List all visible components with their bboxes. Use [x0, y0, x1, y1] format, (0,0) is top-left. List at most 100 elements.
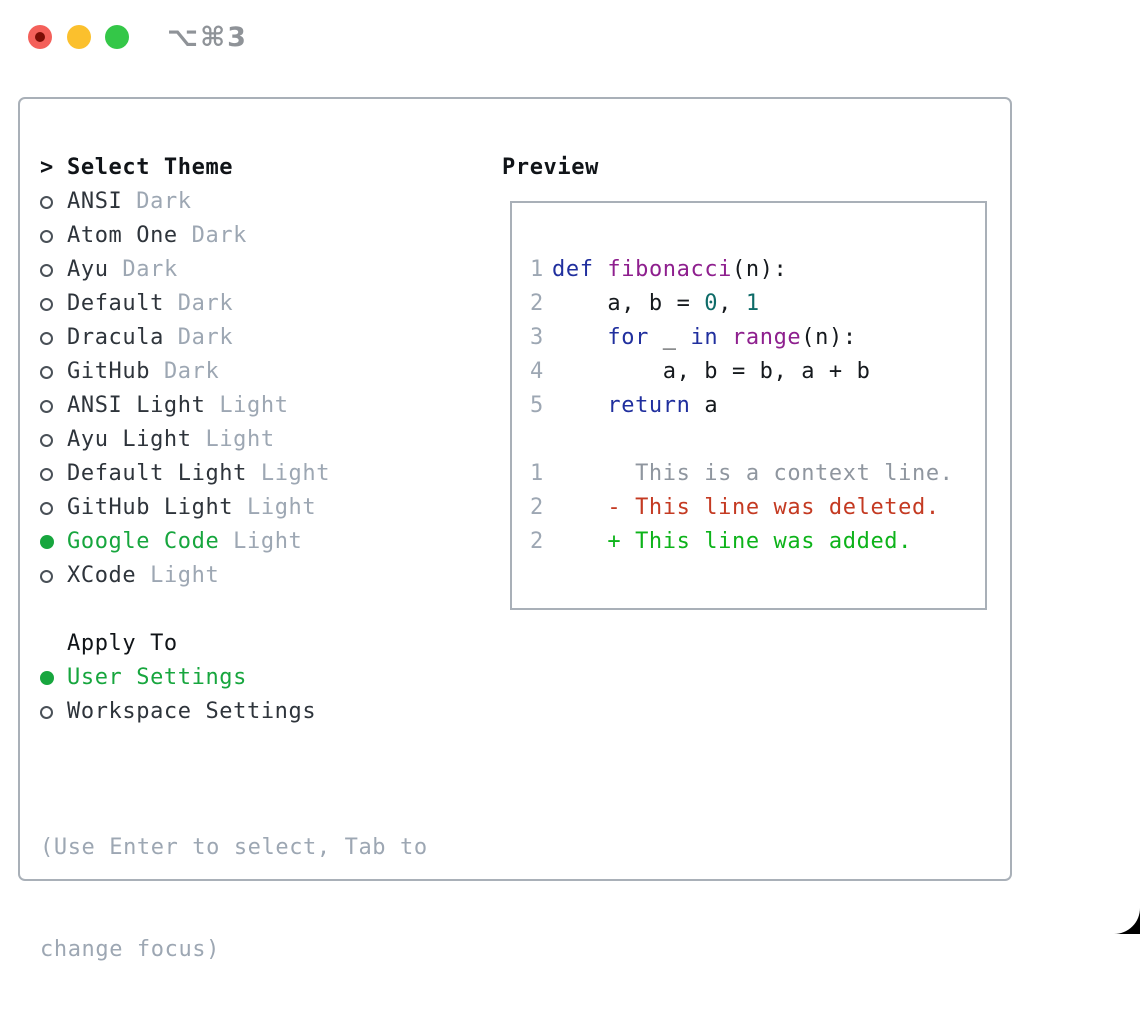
theme-option[interactable]: Ayu Dark: [40, 253, 480, 287]
line-number: 3: [530, 325, 544, 350]
theme-option[interactable]: Default Light Light: [40, 457, 480, 491]
screen-corner-artifact: [1114, 908, 1140, 934]
theme-option[interactable]: ANSI Light Light: [40, 389, 480, 423]
code-line: 4 a, b = b, a + b: [530, 355, 985, 389]
radio-unselected-icon: [40, 297, 53, 311]
code-line: 2 - This line was deleted.: [530, 491, 985, 525]
code-line: 5 return a: [530, 389, 985, 423]
theme-option-label: GitHub Light: [67, 495, 234, 520]
keyboard-hint: (Use Enter to select, Tab to change focu…: [40, 763, 480, 1035]
code-line: 3 for _ in range(n):: [530, 321, 985, 355]
code-token-pl: a: [690, 393, 719, 418]
theme-option-label: ANSI Light: [67, 393, 206, 418]
apply-to-option-label: Workspace Settings: [67, 699, 317, 724]
radio-unselected-icon: [40, 195, 53, 209]
code-token-pl: [718, 325, 732, 350]
preview-title: Preview: [502, 155, 599, 180]
theme-option-label: Atom One: [67, 223, 178, 248]
theme-variant-label: Dark: [122, 257, 178, 282]
code-token-kw: in: [690, 325, 719, 350]
radio-selected-icon: [40, 535, 54, 549]
theme-variant-label: Dark: [177, 291, 234, 316]
code-token-fn: fibonacci: [607, 257, 733, 282]
apply-to-option[interactable]: User Settings: [40, 661, 480, 695]
theme-option[interactable]: ANSI Dark: [40, 185, 480, 219]
line-number: 2: [530, 291, 544, 316]
theme-option[interactable]: Google Code Light: [40, 525, 480, 559]
code-line: 1 This is a context line.: [530, 457, 985, 491]
code-token-pl: [552, 393, 607, 418]
code-token-kw: for: [607, 325, 649, 350]
radio-unselected-icon: [40, 467, 53, 481]
theme-variant-label: Light: [247, 495, 317, 520]
radio-unselected-icon: [40, 331, 53, 345]
theme-variant-label: Dark: [136, 189, 192, 214]
code-token-num: 0: [704, 291, 719, 316]
code-token-del: - This line was deleted.: [552, 495, 940, 520]
apply-to-option-label: User Settings: [67, 665, 247, 690]
code-token-fn: range: [732, 325, 802, 350]
code-token-kw: return: [607, 393, 691, 418]
line-number: 2: [530, 495, 544, 520]
close-button[interactable]: [28, 25, 52, 49]
code-token-pl: a, b = b, a + b: [552, 359, 871, 384]
theme-option[interactable]: XCode Light: [40, 559, 480, 593]
radio-unselected-icon: [40, 399, 53, 413]
apply-to-header: Apply To: [40, 627, 480, 661]
theme-option-label: XCode: [67, 563, 137, 588]
theme-option-label: ANSI: [67, 189, 123, 214]
theme-option[interactable]: GitHub Light Light: [40, 491, 480, 525]
theme-option[interactable]: Default Dark: [40, 287, 480, 321]
theme-option-label: Dracula: [67, 325, 164, 350]
code-token-num: 1: [745, 291, 760, 316]
code-token-kw: def: [552, 257, 594, 282]
code-line: 2 a, b = 0, 1: [530, 287, 985, 321]
code-token-pl: a, b =: [552, 291, 705, 316]
spacer: [40, 729, 480, 763]
theme-option-label: GitHub: [67, 359, 151, 384]
code-token-add: + This line was added.: [552, 529, 912, 554]
theme-option-label: Default: [67, 291, 164, 316]
theme-variant-label: Light: [205, 427, 275, 452]
line-number: 1: [530, 461, 544, 486]
code-line: 2 + This line was added.: [530, 525, 985, 559]
theme-option-label: Ayu: [67, 257, 109, 282]
theme-option[interactable]: GitHub Dark: [40, 355, 480, 389]
window-title-shortcut: ⌥⌘3: [167, 22, 248, 53]
radio-unselected-icon: [40, 433, 53, 447]
apply-to-option[interactable]: Workspace Settings: [40, 695, 480, 729]
code-token-pl: [552, 325, 607, 350]
close-button-dot: [35, 32, 45, 42]
radio-unselected-icon: [40, 365, 53, 379]
code-token-pl: (n):: [732, 257, 788, 282]
theme-option[interactable]: Ayu Light Light: [40, 423, 480, 457]
theme-variant-label: Light: [150, 563, 220, 588]
hint-line-2: change focus): [40, 937, 220, 962]
code-token-pl: ,: [718, 291, 746, 316]
code-token-pl: (n):: [801, 325, 857, 350]
radio-unselected-icon: [40, 569, 53, 583]
theme-option-label: Google Code: [67, 529, 220, 554]
theme-variant-label: Dark: [163, 359, 220, 384]
theme-variant-label: Dark: [191, 223, 248, 248]
radio-unselected-icon: [40, 263, 53, 277]
minimize-button[interactable]: [67, 25, 91, 49]
select-theme-header: > Select Theme: [40, 151, 480, 185]
theme-option-label: Default Light: [67, 461, 247, 486]
zoom-button[interactable]: [105, 25, 129, 49]
line-number: 2: [530, 529, 544, 554]
code-line: [530, 423, 985, 457]
theme-option[interactable]: Dracula Dark: [40, 321, 480, 355]
code-token-pl: _: [648, 325, 691, 350]
spacer: [40, 593, 480, 627]
theme-variant-label: Light: [219, 393, 289, 418]
theme-variant-label: Light: [233, 529, 303, 554]
theme-option[interactable]: Atom One Dark: [40, 219, 480, 253]
radio-unselected-icon: [40, 705, 53, 719]
